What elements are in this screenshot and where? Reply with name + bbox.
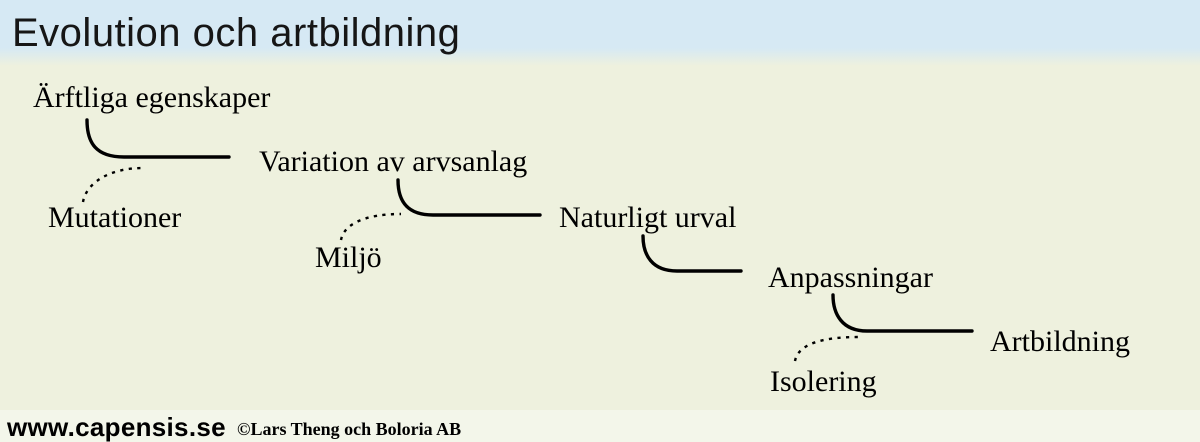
arrow-isolering-dotted: [793, 335, 859, 362]
arrow-arftliga-to-variation: [85, 118, 231, 159]
arrow-variation-to-naturligt: [396, 178, 542, 217]
website-url: www.capensis.se: [7, 412, 226, 442]
node-naturligt-urval: Naturligt urval: [559, 201, 737, 234]
copyright-text: ©Lars Theng och Boloria AB: [237, 419, 462, 439]
node-anpassningar: Anpassningar: [768, 261, 933, 294]
node-miljo: Miljö: [315, 241, 382, 274]
node-artbildning: Artbildning: [990, 325, 1130, 358]
arrow-naturligt-to-anpassningar: [641, 234, 743, 273]
node-mutationer: Mutationer: [48, 201, 182, 234]
arrow-anpassningar-to-artbildning: [831, 293, 974, 333]
footer-bar: [0, 410, 1200, 442]
arrow-mutationer-dotted: [81, 166, 144, 203]
page-title: Evolution och artbildning: [12, 11, 461, 55]
node-isolering: Isolering: [770, 365, 877, 398]
node-variation-av-arvsanlag: Variation av arvsanlag: [259, 145, 528, 178]
title-bar: [0, 0, 1200, 70]
arrow-miljo-dotted: [339, 212, 402, 241]
node-arftliga-egenskaper: Ärftliga egenskaper: [33, 81, 271, 114]
